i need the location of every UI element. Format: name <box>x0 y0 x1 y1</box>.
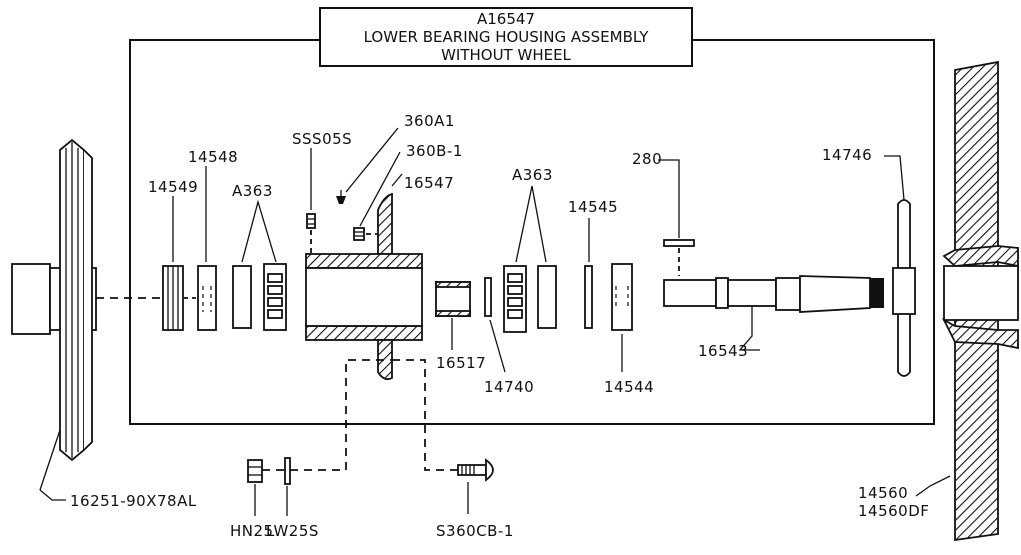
part-14740: 14740 <box>484 277 534 396</box>
label-280: 280 <box>632 150 662 168</box>
pulley-label: 16251-90X78AL <box>39 429 197 510</box>
part-a363-right: A363 <box>503 166 557 333</box>
label-14548: 14548 <box>188 148 238 166</box>
part-14548: 14548 <box>188 148 238 331</box>
label-16547: 16547 <box>404 174 454 192</box>
label-16251-90x78al: 16251-90X78AL <box>70 492 197 510</box>
label-s360cb1: S360CB-1 <box>436 522 514 540</box>
label-14740: 14740 <box>484 378 534 396</box>
part-s360cb1: S360CB-1 <box>436 458 514 540</box>
part-14544: 14544 <box>604 263 654 396</box>
title-line-1: LOWER BEARING HOUSING ASSEMBLY <box>364 28 650 46</box>
title-block: A16547 LOWER BEARING HOUSING ASSEMBLY WI… <box>319 7 693 67</box>
label-16517: 16517 <box>436 354 486 372</box>
fastener-path <box>262 359 458 471</box>
part-16517: 16517 <box>435 281 486 372</box>
label-360a1: 360A1 <box>404 112 455 130</box>
part-a363-left: A363 <box>232 182 287 331</box>
label-hn25: HN25 <box>230 522 274 540</box>
part-14549: 14549 <box>148 178 198 331</box>
part-280-key: 280 <box>632 150 695 276</box>
part-16543-shaft: 16543 <box>663 275 884 360</box>
label-lw25s: LW25S <box>266 522 319 540</box>
label-14545: 14545 <box>568 198 618 216</box>
part-16547-housing: 16547 <box>305 173 454 381</box>
label-a363-left: A363 <box>232 182 273 200</box>
label-a363-right: A363 <box>512 166 553 184</box>
label-sss05s: SSS05S <box>292 130 352 148</box>
label-14560: 14560 <box>858 484 908 502</box>
label-14549: 14549 <box>148 178 198 196</box>
part-14746: 14746 <box>822 146 916 377</box>
title-line-2: WITHOUT WHEEL <box>441 46 571 64</box>
part-360b1: 360B-1 <box>353 142 463 241</box>
part-14545: 14545 <box>568 198 618 329</box>
title-part-number: A16547 <box>477 10 535 28</box>
part-sss05s: SSS05S <box>292 130 352 256</box>
part-14560-wheel: 14560 14560DF <box>858 60 1019 542</box>
part-360a1: 360A1 <box>336 112 455 204</box>
label-14560df: 14560DF <box>858 502 929 520</box>
pulley-part <box>11 138 160 462</box>
part-hn25: HN25 <box>230 459 274 540</box>
part-lw25s: LW25S <box>266 457 319 540</box>
label-16543: 16543 <box>698 342 748 360</box>
label-360b1: 360B-1 <box>406 142 463 160</box>
label-14544: 14544 <box>604 378 654 396</box>
label-14746: 14746 <box>822 146 872 164</box>
